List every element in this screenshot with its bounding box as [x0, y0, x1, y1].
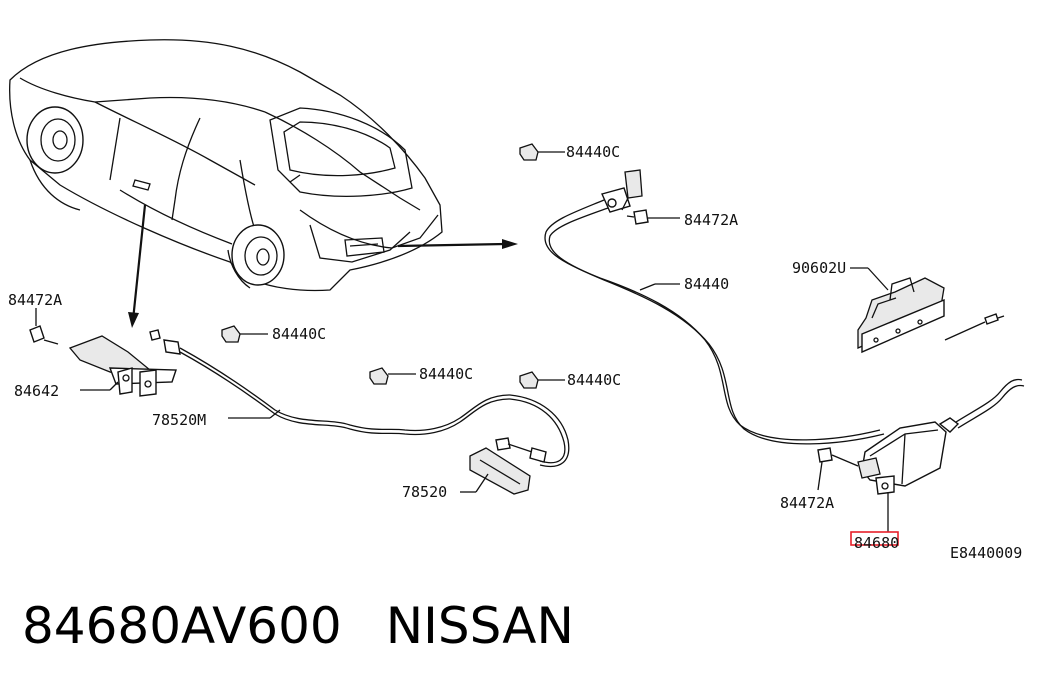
- part-labels: 84440C 84472A 84440 90602U 84472A 84642 …: [8, 143, 1022, 562]
- bolt-bottom: [817, 447, 833, 463]
- bolt-top: [633, 209, 649, 225]
- label-84472a-left: 84472A: [8, 291, 62, 309]
- release-handle-78520: [460, 437, 547, 495]
- cable-clip-right: [519, 371, 539, 389]
- label-84440c-left: 84440C: [272, 325, 326, 343]
- part-caption: 84680AV600 NISSAN: [22, 597, 618, 655]
- label-84440: 84440: [684, 275, 729, 293]
- car-illustration: [9, 39, 443, 292]
- label-84642: 84642: [14, 382, 59, 400]
- back-door-opener-part-90602u: [850, 267, 945, 354]
- cable-clip-middle: [369, 367, 389, 385]
- bolt-left: [29, 325, 45, 343]
- label-84440c-middle: 84440C: [419, 365, 473, 383]
- label-84440c-right: 84440C: [567, 371, 621, 389]
- cable-clip-left: [221, 325, 241, 343]
- label-84680: 84680: [854, 534, 899, 552]
- part-highlight-box: [850, 531, 899, 546]
- fuel-lid-actuator-84680: [857, 378, 1025, 532]
- diagram-reference-code: E8440009: [950, 544, 1022, 562]
- part-number: 84680AV600: [22, 597, 342, 655]
- opener-lever: [624, 169, 643, 199]
- label-90602u: 90602U: [792, 259, 846, 277]
- opener-cable: [544, 199, 881, 441]
- label-84472a-bottom: 84472A: [780, 494, 834, 512]
- cable-clip-top: [519, 143, 539, 161]
- direction-arrows: [128, 204, 518, 328]
- fuel-lid-opener-cable-assembly: [519, 143, 1025, 546]
- label-78520: 78520: [402, 483, 447, 501]
- release-cable-assembly: [29, 308, 570, 495]
- brand-name: NISSAN: [385, 597, 574, 655]
- hinge-part-84642: [68, 335, 177, 397]
- label-78520m: 78520M: [152, 411, 206, 429]
- label-84472a-top: 84472A: [684, 211, 738, 229]
- label-84440c-top: 84440C: [566, 143, 620, 161]
